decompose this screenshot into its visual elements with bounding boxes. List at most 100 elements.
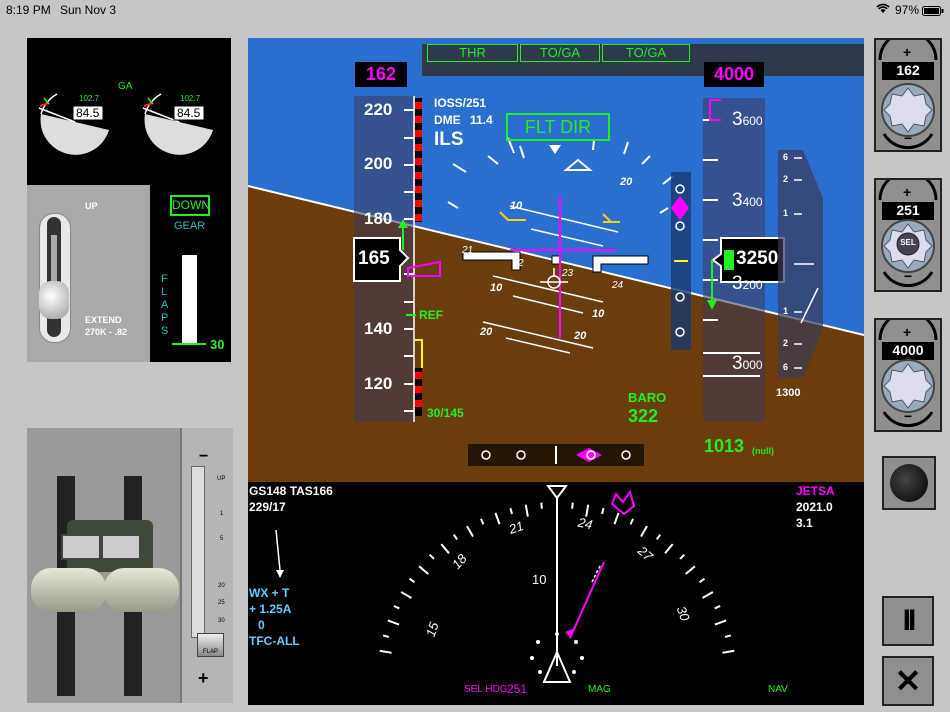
vs-tick-6-down: 6 xyxy=(783,362,789,372)
pitch-label-10-down: 10 xyxy=(490,282,503,294)
dme-value: 11.4 xyxy=(470,113,493,127)
speed-knob-minus[interactable]: − xyxy=(904,130,913,146)
mag-label: MAG xyxy=(588,684,611,695)
flap-plus[interactable]: + xyxy=(198,668,209,688)
heading-knob-panel: + 251 SEL − xyxy=(874,170,942,292)
battery-icon xyxy=(922,5,944,19)
compass-tick xyxy=(382,634,390,638)
selected-speed: 162 xyxy=(355,62,407,87)
pause-button[interactable]: II xyxy=(882,596,934,646)
compass-tick xyxy=(387,619,400,626)
pitch-label-10-up: 10 xyxy=(510,200,523,212)
horizon-heading-21: 21 xyxy=(462,245,474,256)
compass-tick xyxy=(509,507,513,515)
tfc-mode: TFC-ALL xyxy=(249,634,300,648)
gear-up-label: UP xyxy=(85,201,98,211)
horizon-heading-24: 24 xyxy=(612,280,624,291)
n1-right-value: 84.5 xyxy=(177,106,201,120)
altitude-knob-plus[interactable]: + xyxy=(903,324,912,340)
flap-lever-strip: − UP 1 5 20 25 30 FLAP + xyxy=(180,428,233,703)
gear-state: DOWN xyxy=(170,195,210,216)
compass-tick xyxy=(714,619,727,626)
record-button[interactable] xyxy=(882,456,936,510)
bank-label-10: 10 xyxy=(592,308,605,320)
battery-percent: 97% xyxy=(895,3,920,17)
fma-bar xyxy=(422,44,864,76)
pitch-label-20-up: 20 xyxy=(620,176,633,188)
nav-mode: ILS xyxy=(434,129,464,150)
vertical-speed-value: 1300 xyxy=(776,387,801,399)
waypoint-distance: 2021.0 xyxy=(796,500,833,514)
vs-tick-1-up: 1 xyxy=(783,208,789,218)
baro-minimums: 322 xyxy=(628,406,659,426)
throttle-right-handle[interactable] xyxy=(104,568,179,612)
vs-tick-2-down: 2 xyxy=(783,338,789,348)
qnh-unit: (null) xyxy=(752,446,774,456)
compass-tick xyxy=(629,518,634,525)
speed-knob[interactable] xyxy=(876,30,940,150)
record-icon xyxy=(890,464,928,502)
compass-tick xyxy=(601,507,605,515)
wx-tilt: + 1.25A xyxy=(249,602,292,616)
wx-mode: WX + T xyxy=(249,586,290,600)
n1-left-target: 102.7 xyxy=(79,94,100,103)
close-button[interactable]: ✕ xyxy=(882,656,934,706)
engine-n1-panel: GA 102.7 84.5 102.7 84.5 xyxy=(27,38,231,185)
compass-tick xyxy=(440,543,450,554)
fma-lateral: TO/GA xyxy=(520,44,600,62)
heading-knob-plus[interactable]: + xyxy=(903,184,912,200)
altitude-knob-minus[interactable]: − xyxy=(904,408,913,424)
alt-tick-3600: 3600 xyxy=(732,109,763,130)
gear-extend-speed: 270K - .82 xyxy=(85,327,128,337)
qnh-value: 1013 xyxy=(704,436,745,456)
waypoint-eta: 3.1 xyxy=(796,516,813,530)
flap-lever-handle[interactable]: FLAP xyxy=(197,633,224,657)
gear-lever-handle[interactable] xyxy=(39,281,69,319)
n1-left-value: 84.5 xyxy=(76,106,100,120)
heading-knob-value: 251 xyxy=(896,202,920,218)
heading-sel-button[interactable]: SEL xyxy=(900,238,916,247)
compass-tick xyxy=(494,512,501,525)
compass-tick xyxy=(701,591,714,599)
speed-knob-plus[interactable]: + xyxy=(903,44,912,60)
compass-tick xyxy=(540,502,543,509)
compass-tick xyxy=(685,565,696,575)
fma-thr: THR xyxy=(427,44,518,62)
compass-tick xyxy=(480,518,485,525)
compass-tick xyxy=(524,504,529,517)
altitude-knob-panel: + 4000 − xyxy=(874,310,942,432)
status-bar: 8:19 PM Sun Nov 3 97% xyxy=(0,0,950,20)
wind-value: 229/17 xyxy=(249,500,286,514)
nav-mode-label: NAV xyxy=(768,684,788,695)
sel-hdg-value: 251 xyxy=(507,682,528,696)
compass-rose xyxy=(275,485,735,683)
speed-tick-200: 200 xyxy=(364,154,393,173)
vs-tick-2-up: 2 xyxy=(783,174,789,184)
flap-minus[interactable]: − xyxy=(199,448,209,465)
alt-tick-3000: 3000 xyxy=(732,353,763,374)
throttle-left-handle[interactable] xyxy=(31,568,106,612)
compass-tick xyxy=(664,543,674,554)
heading-knob-minus[interactable]: − xyxy=(904,268,913,284)
alt-tick-3400: 3400 xyxy=(732,190,763,211)
flaps-value: 30 xyxy=(210,337,225,352)
horizon-heading-23: 23 xyxy=(562,268,574,279)
primary-flight-display: THR TO/GA TO/GA 162 4000 IOSS/251 DME 11… xyxy=(248,38,864,482)
baro-label: BARO xyxy=(628,390,667,405)
fma-vertical: TO/GA xyxy=(602,44,690,62)
wx-gain: 0 xyxy=(258,618,265,632)
gear-label: GEAR xyxy=(174,220,206,232)
compass-tick xyxy=(418,565,429,575)
pitch-label-20-down: 20 xyxy=(480,326,493,338)
ground-true-airspeed: GS148 TAS166 xyxy=(249,484,333,498)
alt-tick-3200: 3200 xyxy=(732,273,763,294)
current-altitude: 3250 xyxy=(736,248,779,269)
speed-knob-value: 162 xyxy=(896,62,920,78)
compass-tick xyxy=(679,554,685,560)
wifi-icon xyxy=(876,3,890,17)
compass-tick xyxy=(452,533,459,541)
flight-director-annunciator: FLT DIR xyxy=(506,113,610,141)
selected-altitude: 4000 xyxy=(704,62,764,87)
ref-label: REF xyxy=(419,308,443,322)
speed-knob-panel: + 162 − xyxy=(874,30,942,152)
